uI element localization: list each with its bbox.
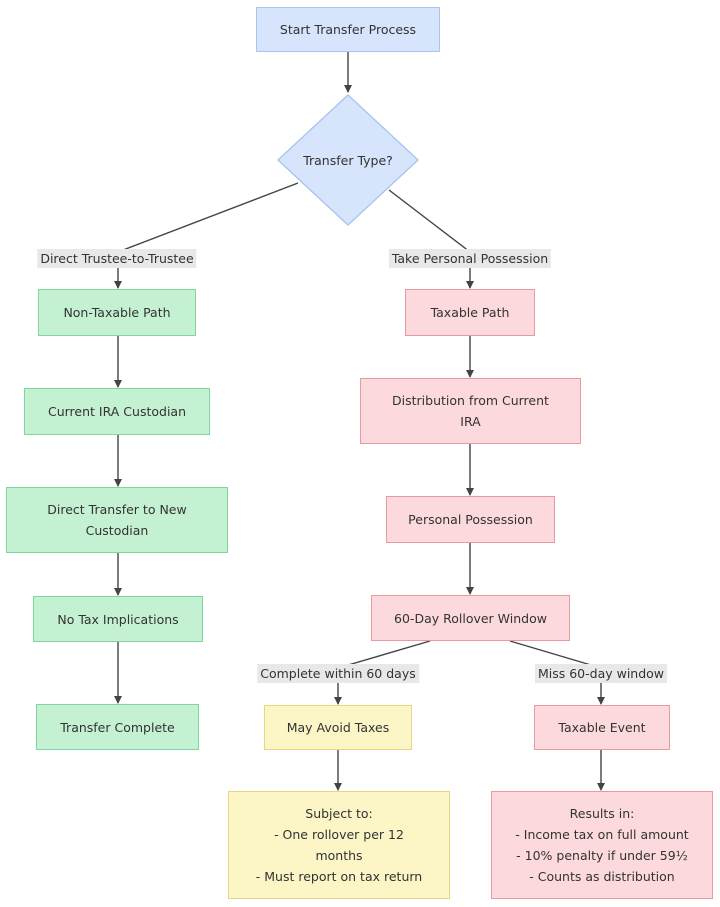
non-taxable-path-node: Non-Taxable Path xyxy=(38,289,196,336)
taxable-event-node: Taxable Event xyxy=(534,705,670,750)
results-in-label: Results in: - Income tax on full amount … xyxy=(515,806,689,884)
edge-label-personal: Take Personal Possession xyxy=(388,249,552,268)
rollover-window-node: 60-Day Rollover Window xyxy=(371,595,570,641)
results-in-node: Results in: - Income tax on full amount … xyxy=(491,791,713,899)
subject-to-label: Subject to: - One rollover per 12 months… xyxy=(255,806,423,884)
edge-label-complete-60: Complete within 60 days xyxy=(257,664,419,683)
edge-decision-to-direct xyxy=(114,182,299,289)
no-tax-label: No Tax Implications xyxy=(57,611,179,627)
taxable-path-label: Taxable Path xyxy=(430,305,510,320)
distribution-label: Distribution from Current IRA xyxy=(392,393,549,429)
transfer-type-decision: Transfer Type? xyxy=(276,93,420,227)
decision-label: Transfer Type? xyxy=(303,152,393,168)
non-taxable-path-label: Non-Taxable Path xyxy=(63,305,171,320)
may-avoid-taxes-node: May Avoid Taxes xyxy=(264,705,412,750)
edge-label-miss-60: Miss 60-day window xyxy=(534,664,668,683)
no-tax-node: No Tax Implications xyxy=(33,596,203,642)
may-avoid-taxes-label: May Avoid Taxes xyxy=(286,720,390,735)
edge-label-direct: Direct Trustee-to-Trustee xyxy=(37,249,197,268)
personal-possession-label: Personal Possession xyxy=(408,512,533,527)
taxable-event-label: Taxable Event xyxy=(558,720,646,735)
rollover-window-label: 60-Day Rollover Window xyxy=(394,610,547,626)
start-node-label: Start Transfer Process xyxy=(279,22,417,37)
decision-diamond xyxy=(276,94,420,226)
current-custodian-node: Current IRA Custodian xyxy=(24,388,210,435)
current-custodian-label: Current IRA Custodian xyxy=(47,404,186,419)
distribution-node: Distribution from Current IRA xyxy=(360,378,581,444)
transfer-complete-node: Transfer Complete xyxy=(36,704,199,750)
subject-to-node: Subject to: - One rollover per 12 months… xyxy=(228,791,450,899)
taxable-path-node: Taxable Path xyxy=(405,289,535,336)
personal-possession-node: Personal Possession xyxy=(386,496,555,543)
transfer-complete-label: Transfer Complete xyxy=(60,719,175,735)
start-node: Start Transfer Process xyxy=(256,7,440,52)
direct-transfer-node: Direct Transfer to New Custodian xyxy=(6,487,228,553)
direct-transfer-label: Direct Transfer to New Custodian xyxy=(47,502,187,538)
